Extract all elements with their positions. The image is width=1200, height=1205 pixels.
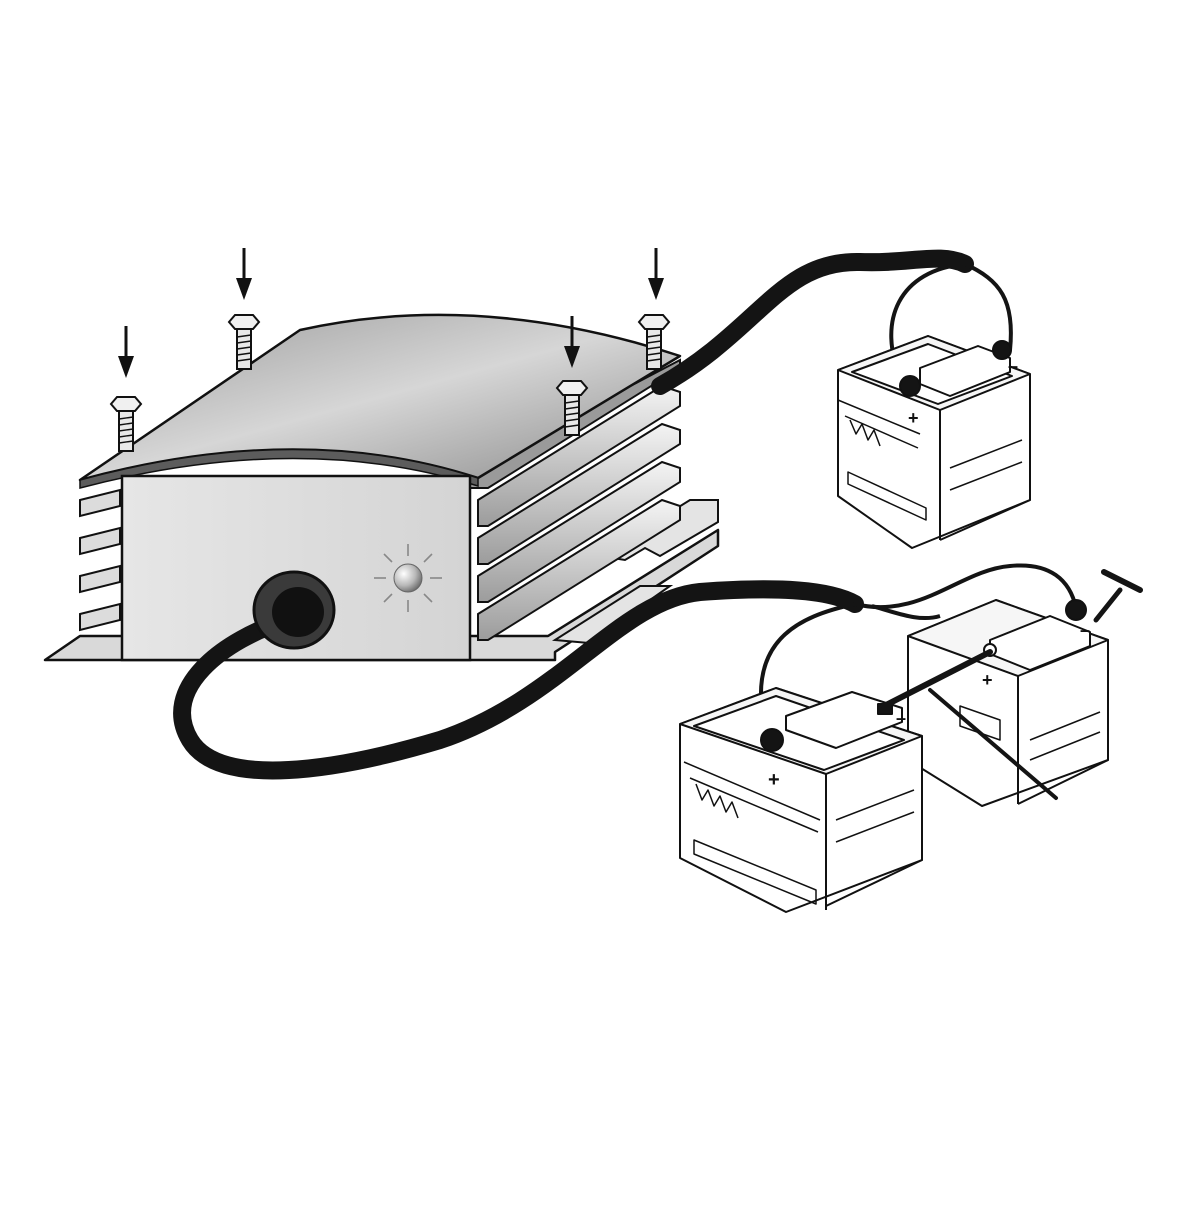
battery-rear-right: + – <box>907 599 1109 807</box>
battery-upper-positive-label: + <box>908 408 919 428</box>
down-arrow-icon <box>646 246 666 302</box>
status-led-icon <box>374 544 442 612</box>
heatsink-fins-left <box>79 488 121 632</box>
down-arrow-icon <box>116 324 136 380</box>
battery-upper-negative-label: – <box>1008 356 1018 376</box>
cable-grommet-icon <box>252 570 336 650</box>
battery-front-negative-label: – <box>896 708 906 728</box>
down-arrow-icon <box>234 246 254 302</box>
battery-front: + – <box>679 687 923 913</box>
battery-upper-negative-terminal <box>992 340 1012 360</box>
battery-front-positive-label: + <box>768 769 780 791</box>
battery-front-positive-terminal <box>760 728 784 752</box>
charger-unit <box>43 313 720 662</box>
battery-rear-negative-terminal <box>1065 599 1087 621</box>
shunt-bar-icon <box>881 569 1143 800</box>
battery-upper: + – <box>837 335 1031 549</box>
battery-upper-positive-terminal <box>899 375 921 397</box>
battery-rear-negative-label: – <box>1080 620 1090 640</box>
battery-rear-positive-label: + <box>982 670 993 690</box>
